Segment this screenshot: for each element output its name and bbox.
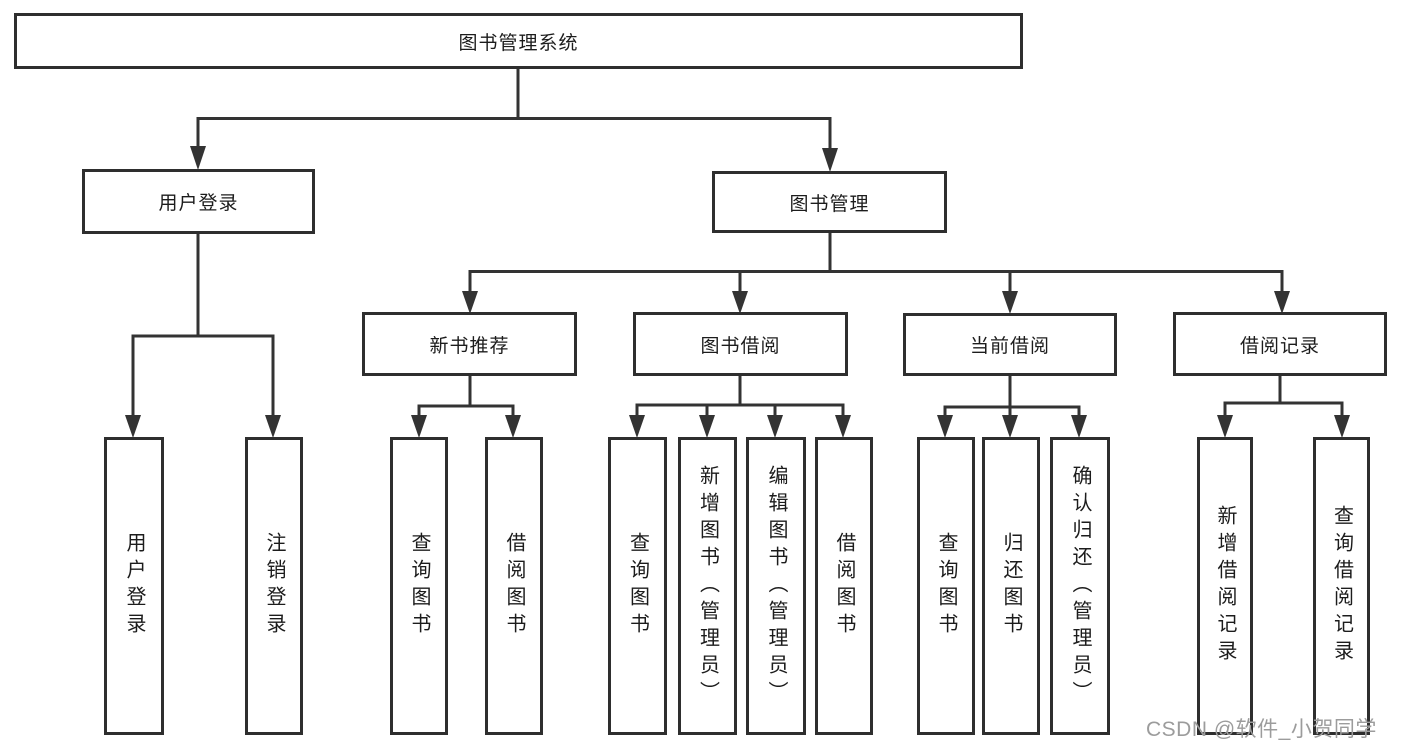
node-user-login: 用户登录 bbox=[82, 169, 315, 234]
node-book-management: 图书管理 bbox=[712, 171, 947, 233]
leaf-query-books-current: 查询图书 bbox=[917, 437, 975, 735]
node-new-book-recommendation: 新书推荐 bbox=[362, 312, 577, 376]
leaf-query-borrowing-record: 查询借阅记录 bbox=[1313, 437, 1370, 735]
leaf-borrow-books-recommendation: 借阅图书 bbox=[485, 437, 543, 735]
leaf-confirm-return-admin: 确认归还（管理员） bbox=[1050, 437, 1110, 735]
node-book-borrowing: 图书借阅 bbox=[633, 312, 848, 376]
leaf-query-books-recommendation: 查询图书 bbox=[390, 437, 448, 735]
leaf-query-books-borrowing: 查询图书 bbox=[608, 437, 667, 735]
node-current-borrowing: 当前借阅 bbox=[903, 313, 1117, 376]
leaf-return-books: 归还图书 bbox=[982, 437, 1040, 735]
node-library-management-system: 图书管理系统 bbox=[14, 13, 1023, 69]
leaf-logout: 注销登录 bbox=[245, 437, 303, 735]
leaf-borrow-books: 借阅图书 bbox=[815, 437, 873, 735]
leaf-add-borrowing-record: 新增借阅记录 bbox=[1197, 437, 1253, 735]
leaf-user-login: 用户登录 bbox=[104, 437, 164, 735]
node-borrowing-records: 借阅记录 bbox=[1173, 312, 1387, 376]
leaf-edit-books-admin: 编辑图书（管理员） bbox=[746, 437, 806, 735]
leaf-add-books-admin: 新增图书（管理员） bbox=[678, 437, 737, 735]
